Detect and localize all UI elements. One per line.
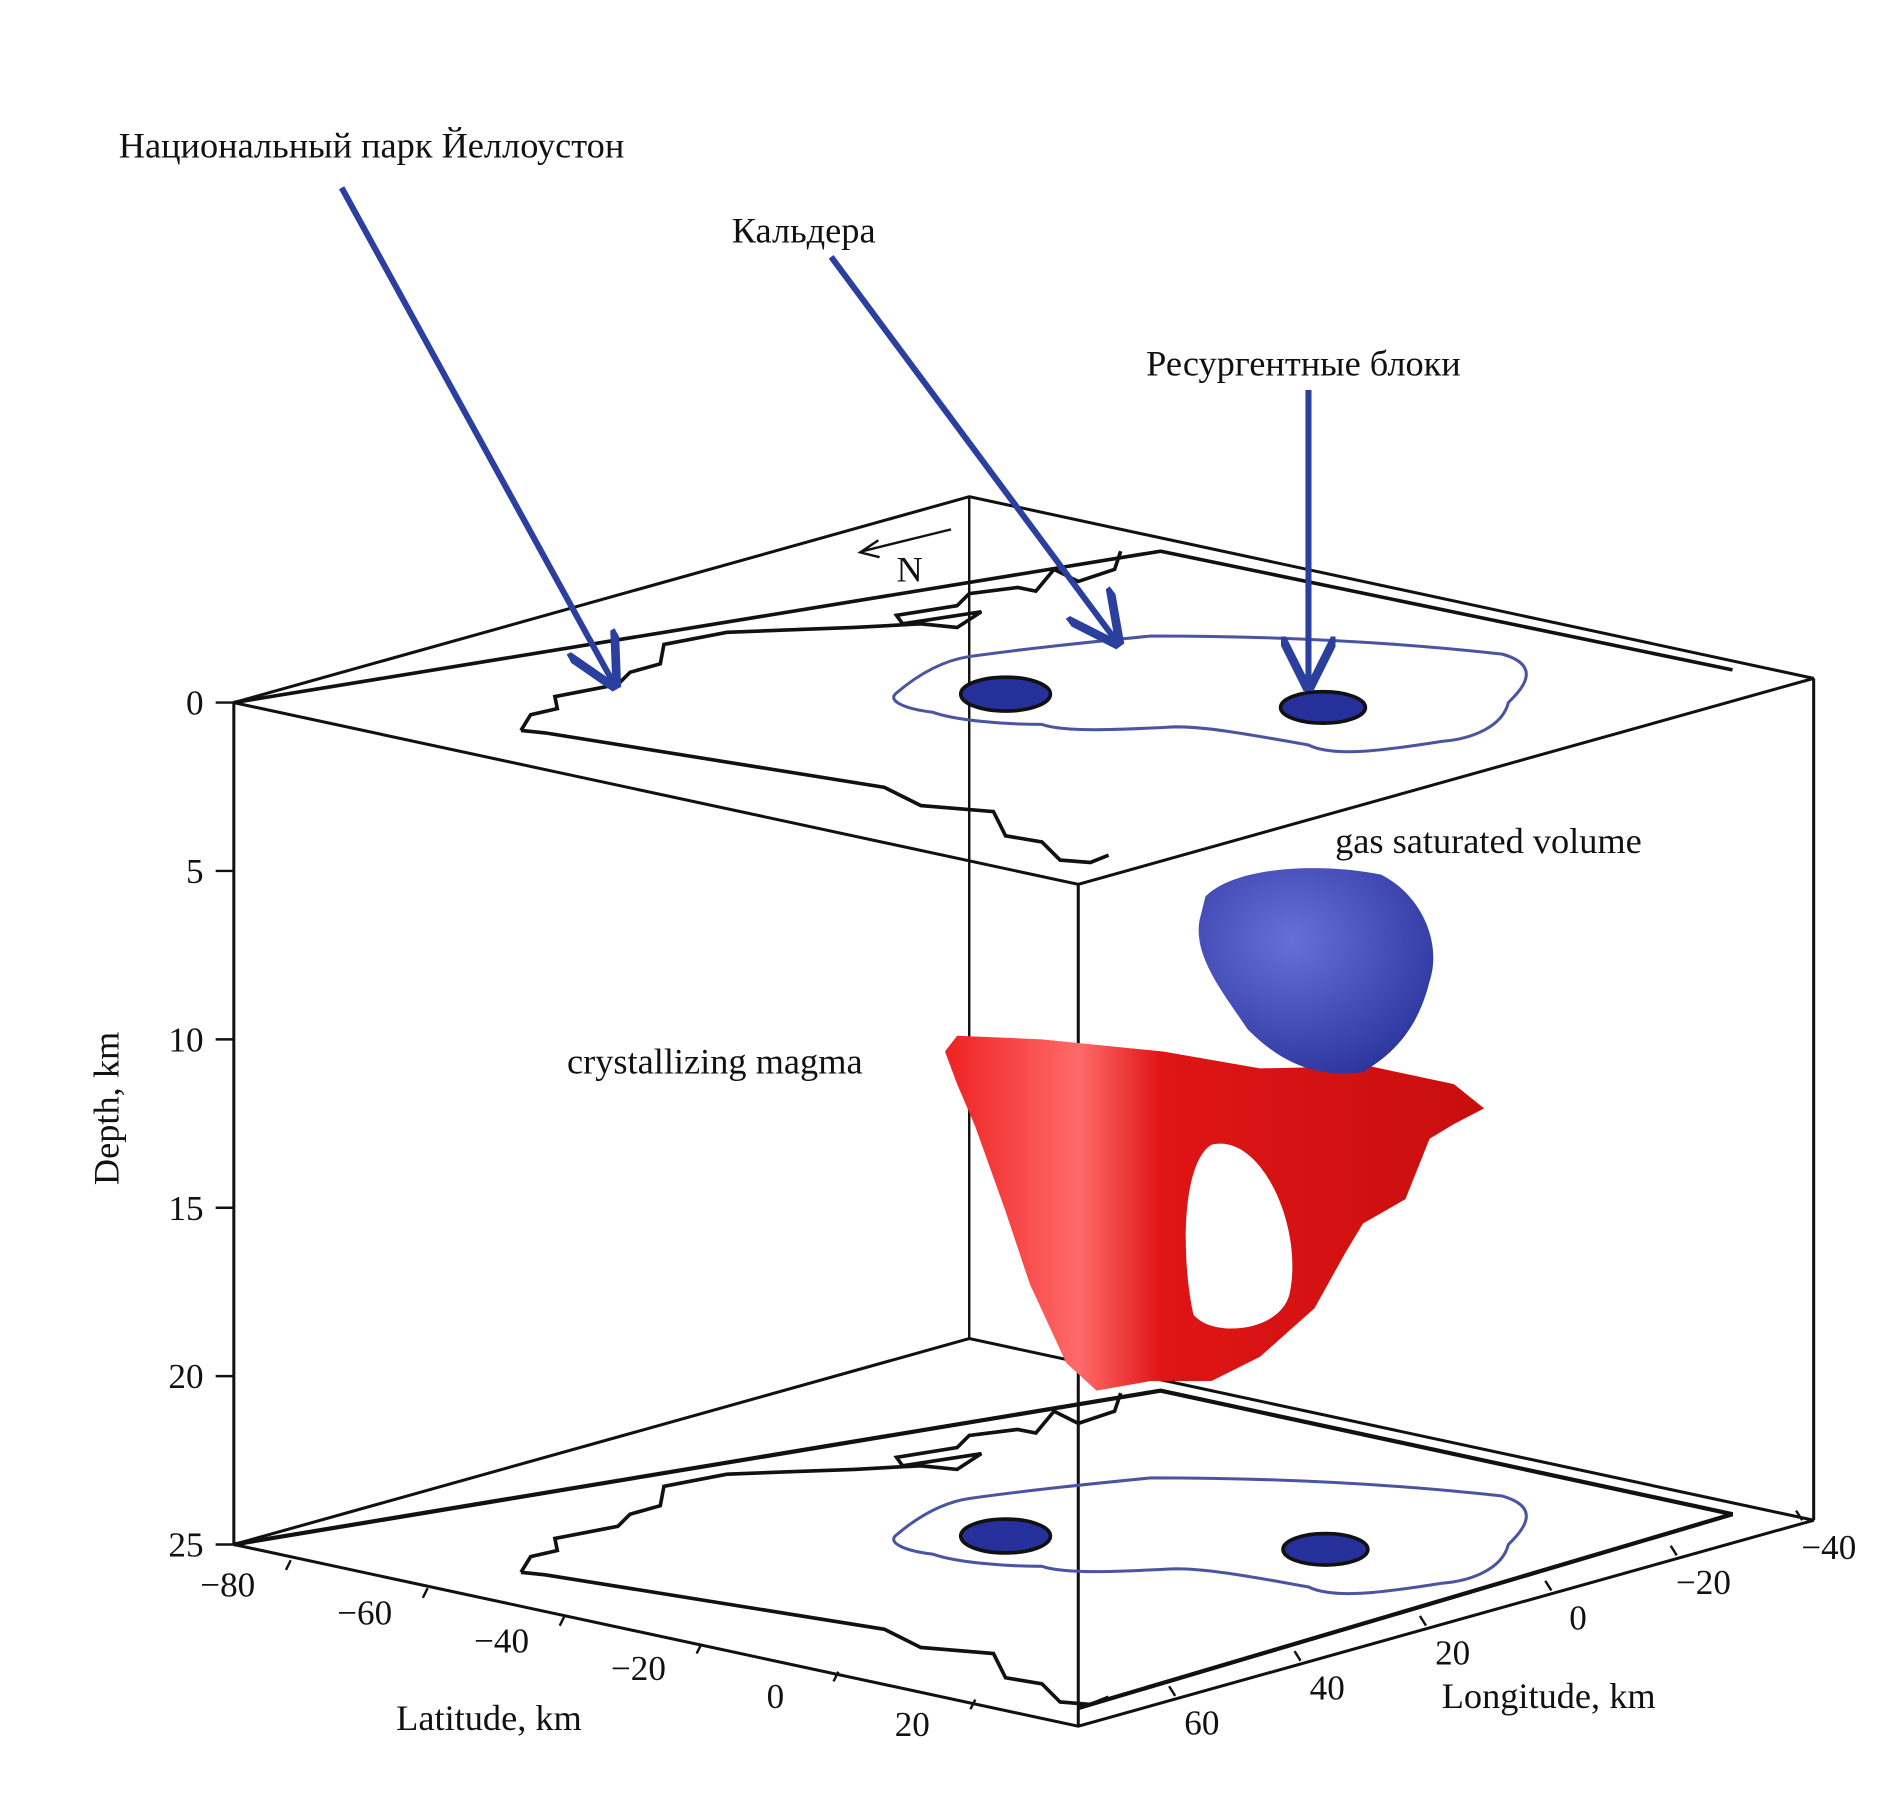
north-arrow-icon [857,528,952,559]
longitude-tick [1544,1580,1553,1592]
latitude-tick-label: −80 [200,1566,255,1605]
latitude-tick [558,1615,566,1627]
latitude-tick [284,1559,292,1571]
longitude-tick-label: 60 [1184,1704,1219,1743]
latitude-tick [421,1587,429,1599]
depth-tick-label: 0 [186,684,204,723]
axis-ticks: 0 5 10 15 20 25−80 −60 −40 −20 0 20 60 40 20 0 −20 −40 [168,684,1856,1744]
park-arrow [338,186,615,685]
depth-tick-label: 20 [168,1357,203,1396]
magma-label: crystallizing magma [567,1041,863,1081]
resurgent-block [1278,689,1368,726]
longitude-axis-label: Longitude, km [1442,1676,1656,1716]
latitude-tick-label: −20 [611,1649,666,1688]
resurgent-label: Ресургентные блоки [1146,344,1461,384]
bottom-map [519,1392,1528,1707]
caldera-label: Кальдера [732,210,876,250]
park-outline [519,1392,1123,1707]
crystallizing-magma-body [945,1035,1485,1391]
caldera-arrow [828,255,1117,642]
longitude-tick [1168,1685,1177,1697]
longitude-tick-label: −20 [1676,1563,1731,1602]
annotation-arrows [338,186,1309,686]
park-label: Национальный парк Йеллоустон [119,125,625,165]
bounding-box [232,495,1816,1728]
longitude-tick [1795,1509,1804,1521]
latitude-tick [969,1699,977,1710]
resurgent-block [958,1517,1053,1555]
longitude-tick [1418,1615,1428,1627]
gas-label: gas saturated volume [1335,821,1642,861]
longitude-tick-label: −40 [1801,1528,1856,1567]
latitude-tick [832,1671,840,1682]
longitude-tick [1293,1650,1302,1662]
latitude-tick-label: −60 [337,1593,392,1632]
depth-tick-label: 5 [186,852,204,891]
longitude-tick-label: 20 [1435,1633,1470,1672]
caldera-outline [892,1476,1528,1596]
longitude-tick-label: 0 [1569,1598,1587,1637]
latitude-tick-label: −40 [474,1621,529,1660]
depth-tick-label: 25 [168,1526,203,1565]
depth-tick-label: 10 [168,1020,203,1059]
latitude-tick-label: 0 [767,1677,785,1716]
depth-axis-label: Depth, km [87,1032,127,1185]
resurgent-block [958,675,1053,713]
gas-saturated-volume-body [1198,868,1434,1074]
longitude-tick-label: 40 [1310,1669,1345,1708]
depth-tick-label: 15 [168,1189,203,1228]
north-label: N [897,549,923,589]
latitude-axis-label: Latitude, km [396,1698,582,1738]
longitude-tick [1669,1545,1678,1557]
latitude-tick-label: 20 [895,1705,930,1744]
latitude-tick [695,1643,703,1655]
resurgent-block [1281,1531,1370,1567]
